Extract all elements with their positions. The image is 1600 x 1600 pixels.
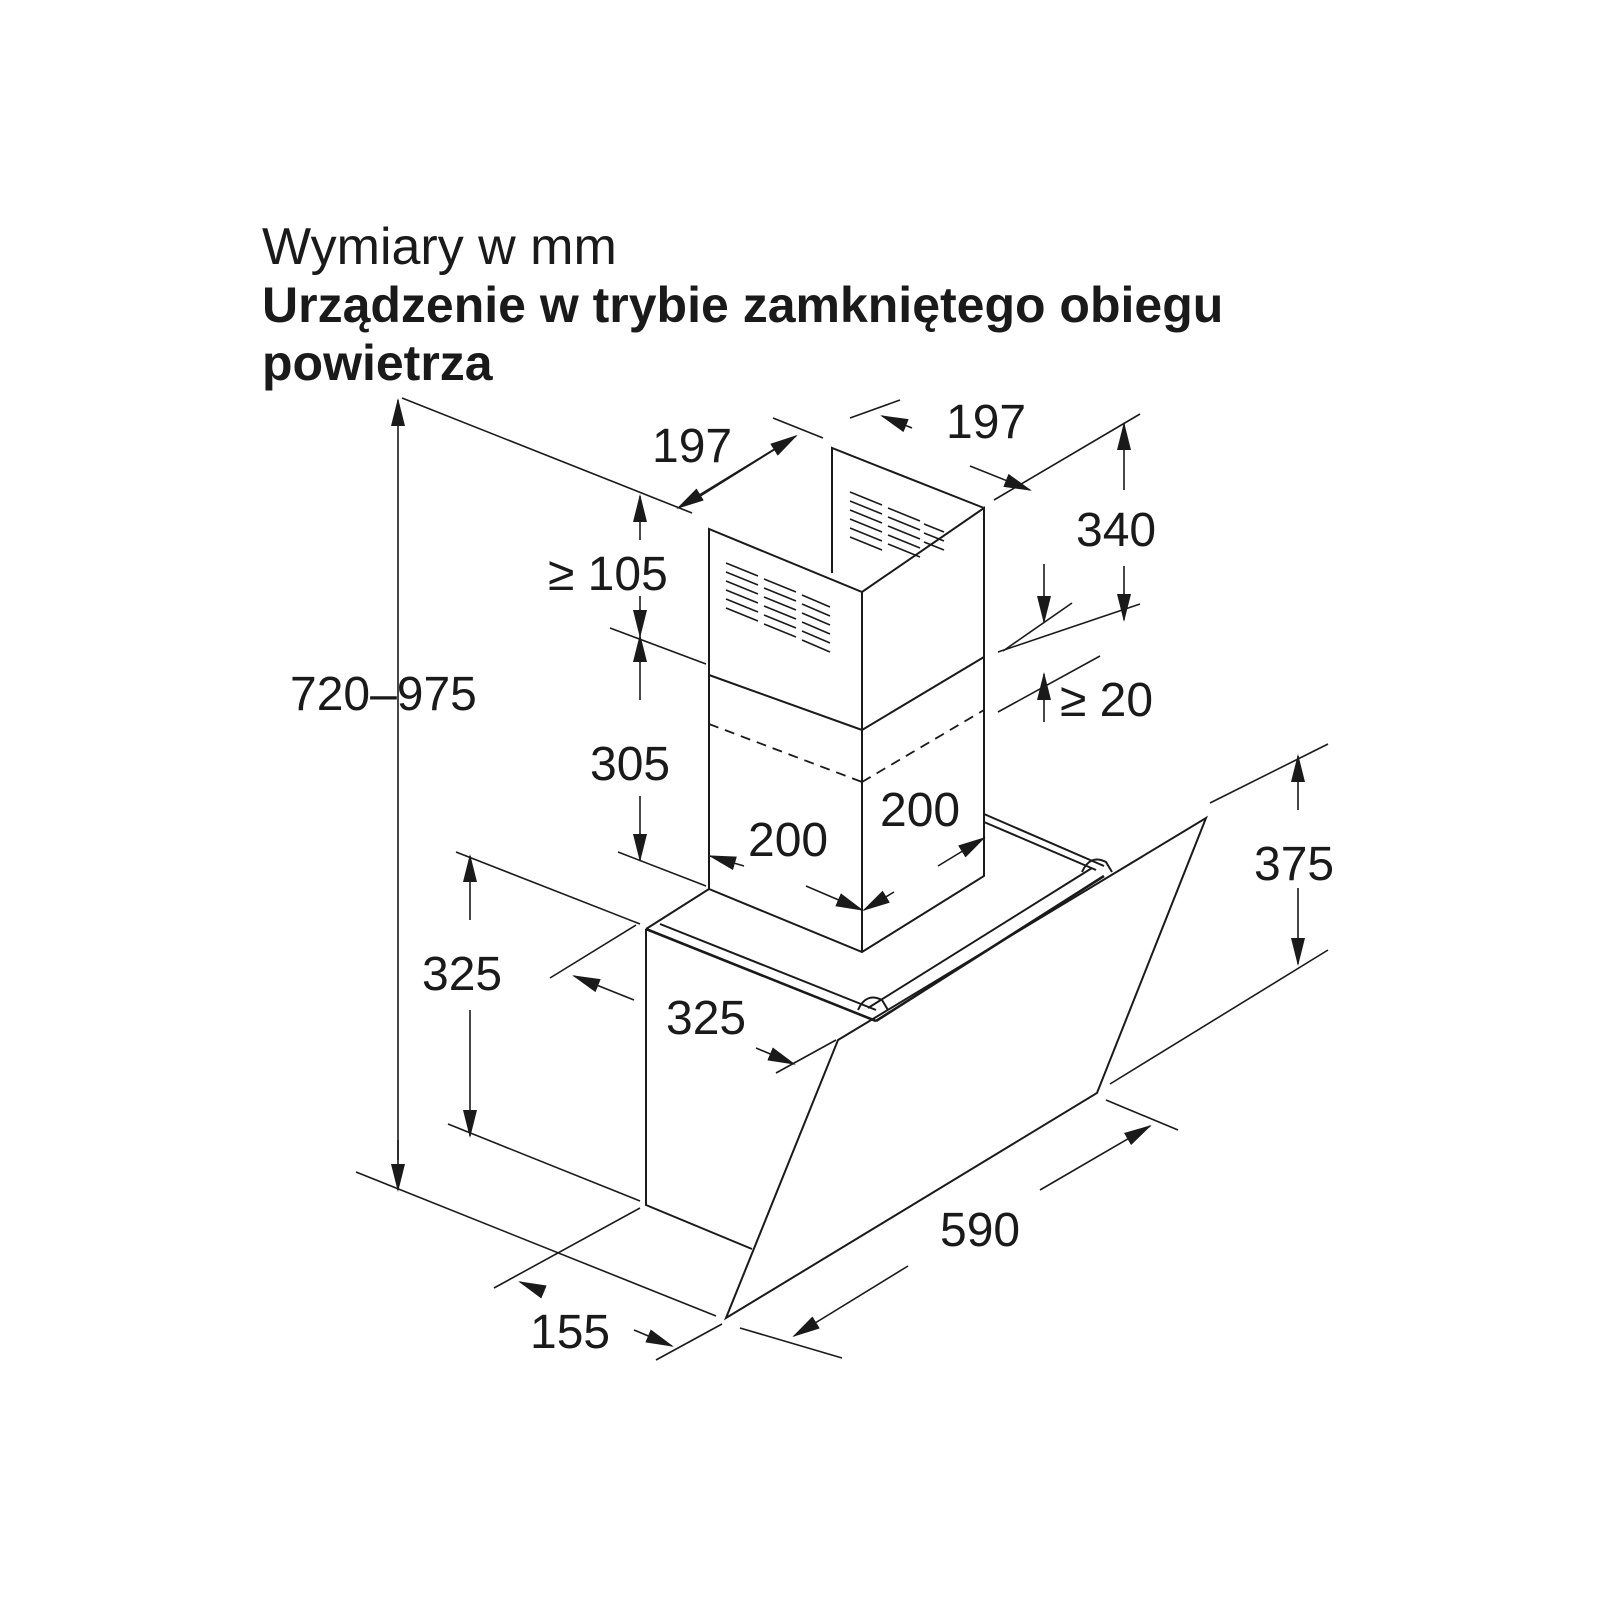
hood-body xyxy=(645,813,1113,1250)
label-chimney-lower-width: 200 xyxy=(880,784,960,837)
label-glass-height: 375 xyxy=(1254,838,1334,891)
vent-grille-front xyxy=(725,562,831,653)
label-total-height: 720–975 xyxy=(290,668,477,721)
label-chimney-width: 197 xyxy=(946,396,1026,449)
label-chimney-upper-height: 340 xyxy=(1076,504,1156,557)
dimension-arrows xyxy=(391,398,1305,1347)
label-bottom-depth: 155 xyxy=(530,1306,610,1359)
label-min-overlap: ≥ 20 xyxy=(1060,674,1153,727)
dimension-labels: 720–975 197 197 340 ≥ 105 ≥ 20 305 200 2… xyxy=(290,396,1334,1359)
label-body-height: 325 xyxy=(422,948,502,1001)
units-caption: Wymiary w mm xyxy=(262,218,617,276)
label-chimney-lower-height: 305 xyxy=(590,738,670,791)
label-min-clearance-top: ≥ 105 xyxy=(548,548,668,601)
extension-lines xyxy=(355,397,1329,1361)
glass-panel xyxy=(723,815,1209,1321)
title-block: Wymiary w mm Urządzenie w trybie zamknię… xyxy=(262,218,1223,392)
title-line-1: Urządzenie w trybie zamkniętego obiegu xyxy=(262,277,1224,333)
upper-chimney xyxy=(708,446,985,730)
label-body-depth: 325 xyxy=(666,992,746,1045)
label-hood-width: 590 xyxy=(940,1204,1020,1257)
lower-chimney xyxy=(708,656,985,954)
title-line-2: powietrza xyxy=(262,335,493,391)
vent-grille-back xyxy=(849,491,945,558)
hinge-icon xyxy=(857,858,1113,1011)
label-chimney-lower-depth: 200 xyxy=(748,814,828,867)
label-chimney-depth: 197 xyxy=(652,420,732,473)
